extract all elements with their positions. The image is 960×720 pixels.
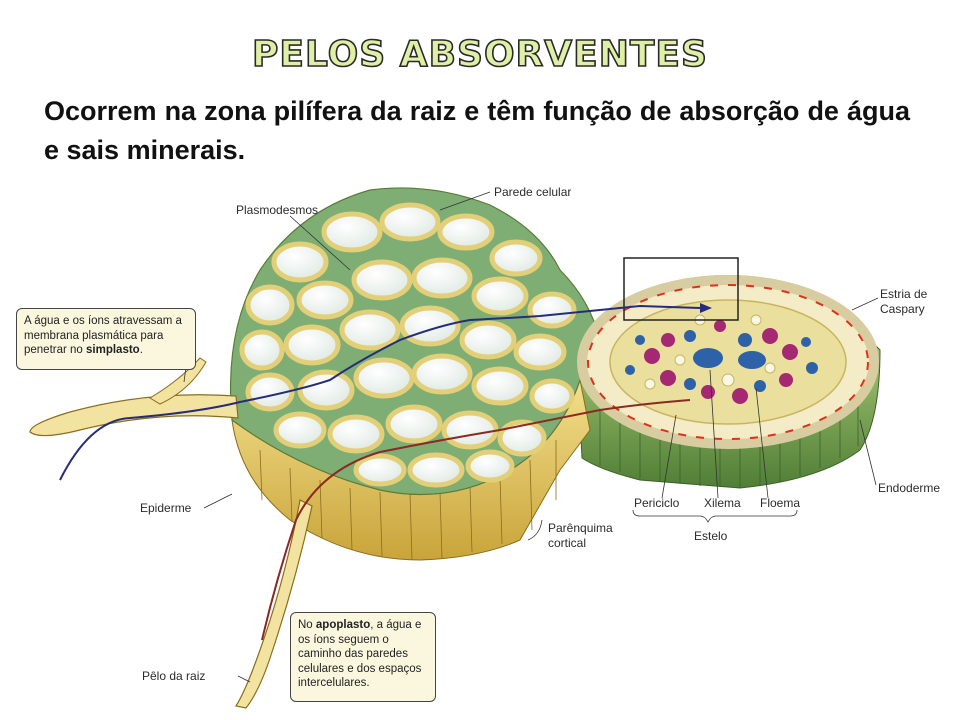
callout-simplasto-bold: simplasto <box>86 344 140 356</box>
epidermis-ridges <box>259 440 557 561</box>
label-parenquima-line2: cortical <box>548 536 586 550</box>
label-endoderme: Endoderme <box>878 481 940 495</box>
label-estria-line1: Estria de <box>880 287 928 301</box>
label-estelo: Estelo <box>694 529 728 543</box>
caspary-strip-ring <box>587 284 869 440</box>
stele-small-cells <box>644 314 776 390</box>
leader-lines <box>183 191 879 683</box>
label-periciclo: Periciclo <box>634 496 680 510</box>
label-estria-line2: Caspary <box>880 302 925 316</box>
xylem-cells <box>625 330 818 392</box>
phloem-cells <box>644 320 798 404</box>
root-hair-left <box>29 394 239 437</box>
page-title: PELOS ABSORVENTES <box>251 33 708 76</box>
root-hair-bottom <box>235 499 313 709</box>
simplast-path <box>59 304 701 481</box>
callout-apoplasto-bold: apoplasto <box>315 619 371 631</box>
cortex-cells <box>239 202 577 488</box>
label-xilema: Xilema <box>704 496 741 510</box>
intro-text: Ocorrem na zona pilífera da raiz e têm f… <box>44 96 910 165</box>
label-epiderme: Epiderme <box>140 501 192 515</box>
label-pelo-da-raiz: Pêlo da raiz <box>142 669 205 683</box>
label-parenquima-line1: Parênquima <box>548 521 613 535</box>
label-floema: Floema <box>760 496 800 510</box>
pericycle <box>609 299 847 425</box>
simplast-arrow <box>700 303 712 313</box>
callout-simplasto: A água e os íons atravessam a membrana p… <box>16 308 196 370</box>
callout-apoplasto: No apoplasto, a água e os íons seguem o … <box>290 612 436 702</box>
highlight-box <box>623 257 739 321</box>
label-parede-celular: Parede celular <box>494 185 571 199</box>
endodermis-ring <box>577 275 879 449</box>
label-plasmodesmos: Plasmodesmos <box>236 203 318 217</box>
apoplast-path <box>261 399 691 641</box>
